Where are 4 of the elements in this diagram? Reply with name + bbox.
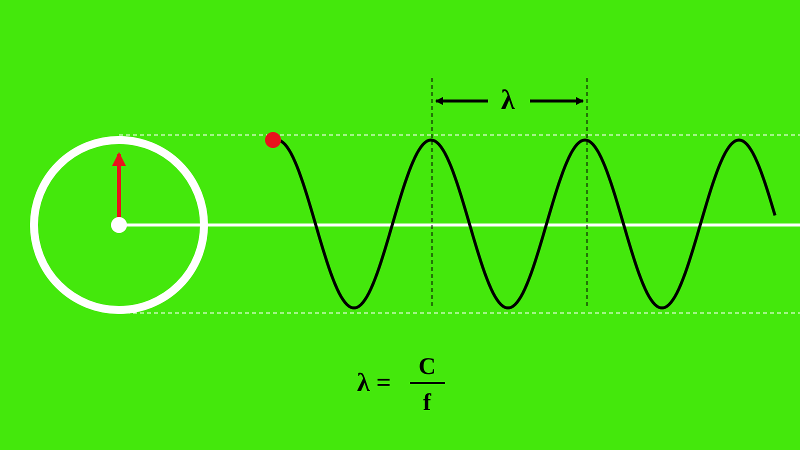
wavelength-symbol: λ xyxy=(501,87,515,115)
formula-denominator: f xyxy=(423,391,431,415)
formula-numerator: C xyxy=(418,355,436,379)
formula-text: λ = xyxy=(357,370,392,396)
